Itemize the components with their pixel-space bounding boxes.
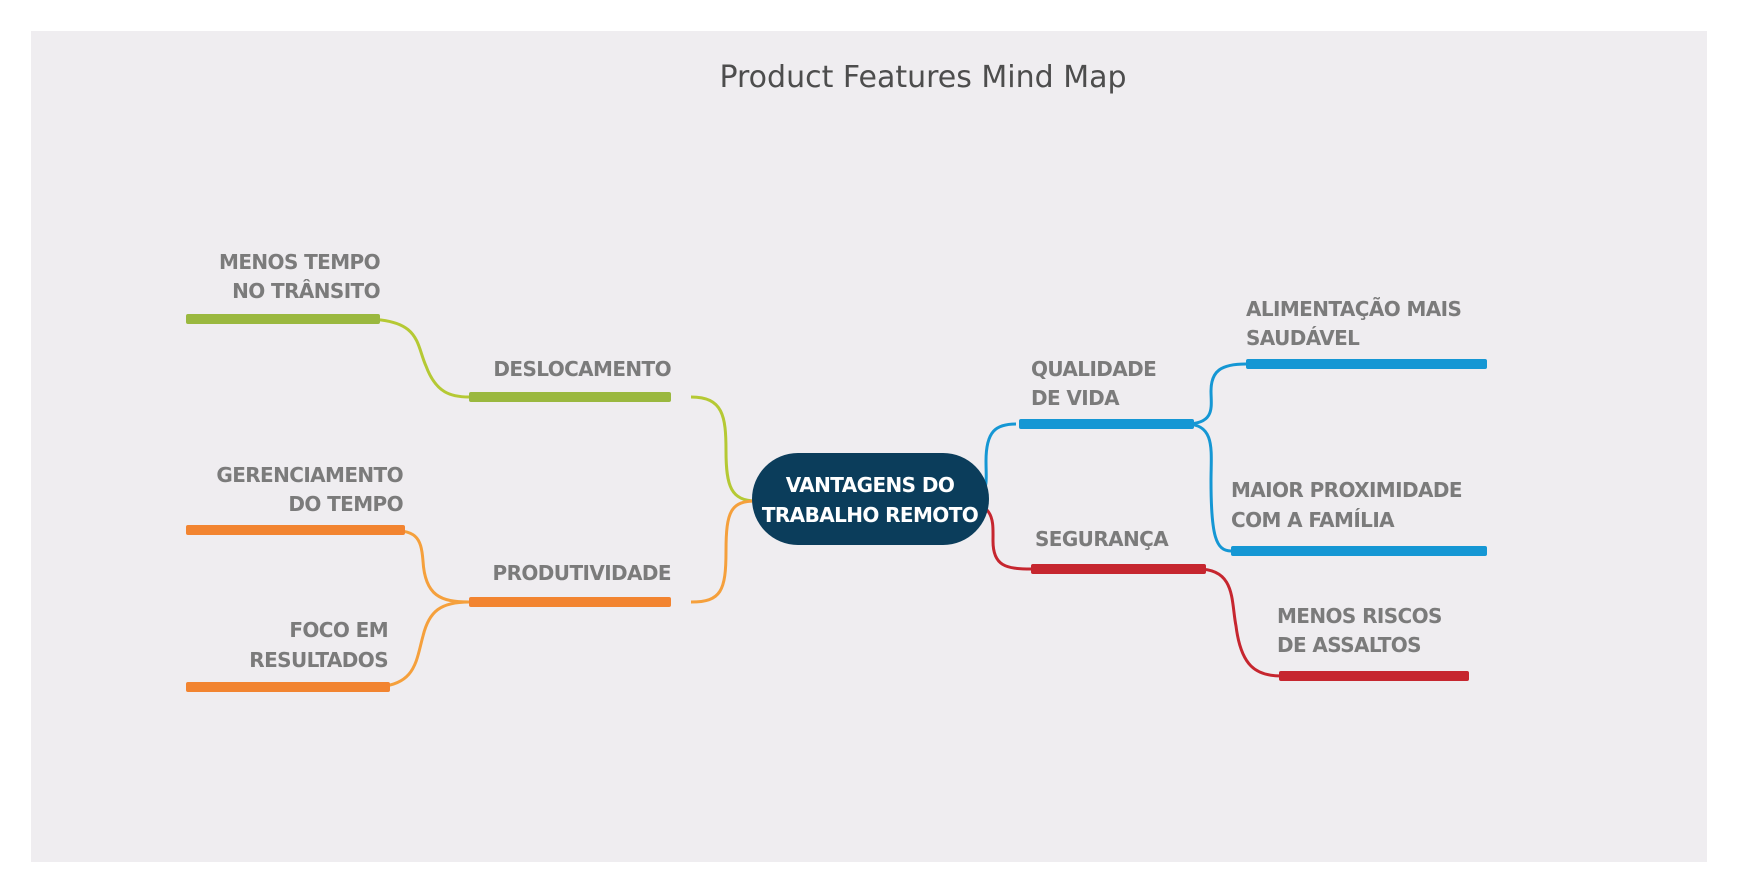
leaf-label-menos-tempo-line1: MENOS TEMPO: [219, 250, 380, 274]
leaf-label-gerenciamento-line1: GERENCIAMENTO: [216, 463, 403, 487]
branch-bar-qualidade: [1019, 419, 1194, 429]
leaf-label-foco-line2: RESULTADOS: [249, 648, 388, 672]
center-node: [752, 453, 989, 545]
leaf-label-menos-tempo-line2: NO TRÂNSITO: [232, 279, 380, 303]
leaf-label-assaltos-line1: MENOS RISCOS: [1277, 604, 1442, 628]
leaf-label-proximidade-line2: COM A FAMÍLIA: [1231, 508, 1395, 532]
connector-center-deslocamento: [690, 395, 757, 503]
leaf-bar-gerenciamento: [186, 525, 405, 535]
connector-produtividade-foco: [371, 600, 470, 689]
branch-bar-produtividade: [469, 597, 671, 607]
mind-map: Product Features Mind Map VANTAGENS DO T…: [186, 60, 1487, 692]
diagram-canvas: Product Features Mind Map VANTAGENS DO T…: [31, 31, 1707, 862]
branch-bar-seguranca: [1031, 564, 1206, 574]
center-label-line1: VANTAGENS DO: [786, 473, 955, 497]
connector-qualidade-alimentacao: [1185, 362, 1247, 426]
leaf-label-assaltos-line2: DE ASSALTOS: [1277, 633, 1421, 657]
leaf-label-gerenciamento-line2: DO TEMPO: [288, 492, 403, 516]
leaf-bar-assaltos: [1279, 671, 1469, 681]
branch-label-seguranca: SEGURANÇA: [1035, 527, 1169, 551]
connector-seguranca-assaltos: [1197, 567, 1282, 678]
leaf-label-alimentacao-line1: ALIMENTAÇÃO MAIS: [1246, 297, 1461, 321]
branch-label-qualidade-line2: DE VIDA: [1031, 386, 1120, 410]
leaf-bar-proximidade: [1231, 546, 1487, 556]
branch-bar-deslocamento: [469, 392, 671, 402]
branch-label-qualidade-line1: QUALIDADE: [1031, 357, 1156, 381]
leaf-bar-menos-tempo: [186, 314, 380, 324]
leaf-bar-alimentacao: [1246, 359, 1487, 369]
connector-center-produtividade: [690, 499, 757, 604]
connector-deslocamento-menos-tempo: [363, 317, 470, 399]
leaf-label-proximidade-line1: MAIOR PROXIMIDADE: [1231, 478, 1462, 502]
leaf-bar-foco: [186, 682, 390, 692]
diagram-title: Product Features Mind Map: [719, 60, 1126, 95]
connector-qualidade-proximidade: [1185, 422, 1232, 553]
leaf-label-alimentacao-line2: SAUDÁVEL: [1246, 326, 1360, 350]
branch-label-produtividade: PRODUTIVIDADE: [493, 561, 671, 585]
center-label-line2: TRABALHO REMOTO: [762, 503, 978, 527]
connector-produtividade-gerenciamento: [384, 528, 470, 604]
leaf-label-foco-line1: FOCO EM: [289, 618, 388, 642]
branch-label-deslocamento: DESLOCAMENTO: [493, 357, 671, 381]
